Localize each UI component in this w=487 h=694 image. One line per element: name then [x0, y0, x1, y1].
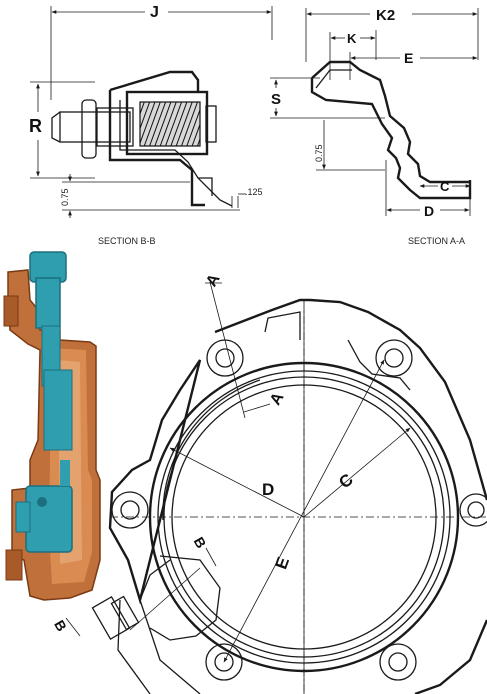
coupling-cutaway-illustration [3, 251, 101, 601]
dim-c-top-label: C [440, 179, 450, 194]
plan-a-mid-label: A [267, 389, 288, 408]
dim-d-top-label: D [424, 203, 434, 219]
dim-s-label: S [271, 91, 281, 108]
coupling-plan-view: A A D C E B B [51, 271, 487, 694]
section-bb-view: J R 0.75 .125 [29, 4, 273, 218]
caption-section-bb: SECTION B-B [98, 236, 156, 246]
dim-r-label: R [29, 116, 42, 136]
dim-075-right-label: 0.75 [314, 144, 324, 162]
plan-d-label: D [262, 480, 274, 499]
plan-c-label: C [335, 470, 357, 492]
dim-k-label: K [347, 31, 357, 46]
caption-section-aa: SECTION A-A [408, 236, 465, 246]
plan-a-top-label: A [203, 271, 224, 290]
plan-b-upper-label: B [191, 534, 210, 551]
dim-e-top-label: E [404, 50, 413, 66]
plan-b-lower-label: B [51, 617, 70, 634]
dim-j-label: J [150, 4, 159, 21]
dim-k2-label: K2 [376, 7, 395, 24]
section-aa-view: K2 K E S 0.75 C D [270, 7, 479, 219]
dim-075-left-label: 0.75 [60, 188, 70, 206]
plan-e-label: E [271, 555, 293, 572]
dim-125-label: .125 [245, 187, 263, 197]
